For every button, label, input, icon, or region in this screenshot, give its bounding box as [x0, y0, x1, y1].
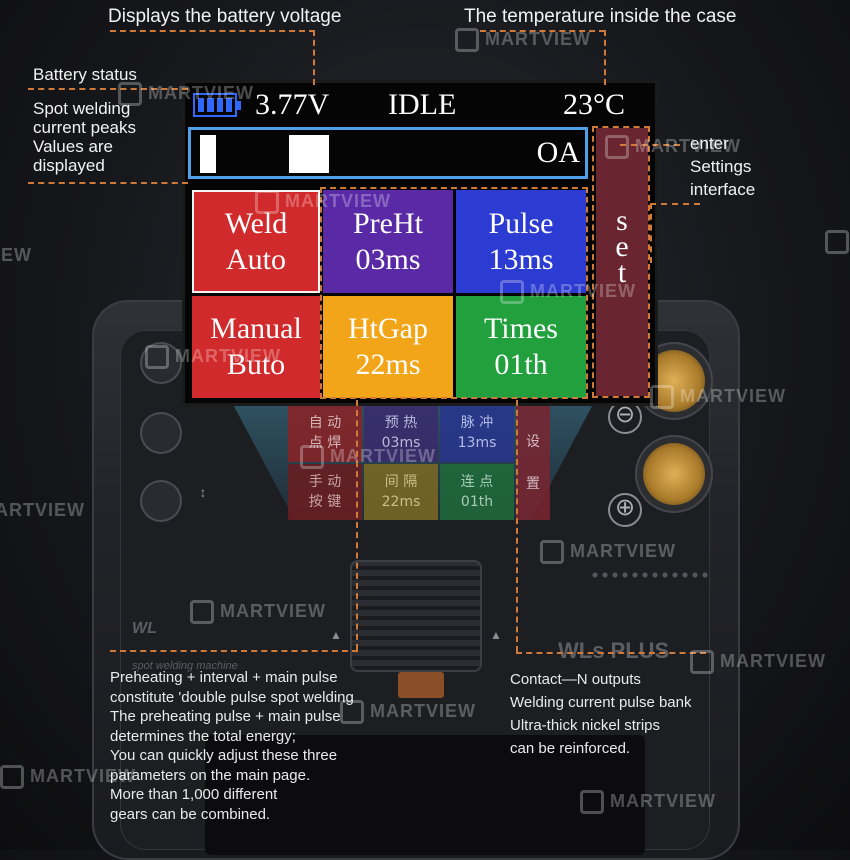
status-light — [398, 672, 444, 698]
voltage-leader-h — [110, 30, 315, 32]
temperature-annotation: The temperature inside the case — [464, 6, 737, 27]
watermark: MARTVIEW — [605, 135, 741, 159]
reflection-settings: 设置 — [516, 405, 550, 520]
peaks-leader — [28, 182, 188, 184]
watermark: MARTVIEW — [145, 345, 281, 369]
brand-label: WLs PLUS — [558, 638, 670, 663]
vent-dots — [590, 570, 710, 580]
current-peak-bar — [188, 127, 588, 179]
watermark: MARTVIEW — [580, 790, 716, 814]
device-button-3[interactable] — [140, 480, 182, 522]
watermark: MARTVIEW — [340, 700, 476, 724]
positive-terminal — [643, 443, 705, 505]
watermark: IEW — [0, 245, 32, 265]
battery-leader — [28, 88, 188, 90]
peak-marker-2 — [289, 135, 329, 173]
settings-leader-top — [620, 144, 680, 146]
watermark: MARTVIEW — [650, 385, 786, 409]
watermark: MARTVIEW — [690, 650, 826, 674]
battery-voltage: 3.77V — [255, 88, 330, 121]
watermark: MARTVIEW — [190, 600, 326, 624]
params-leader-h — [110, 650, 358, 652]
watermark: MARTVIEW — [540, 540, 676, 564]
device-button-1[interactable] — [140, 342, 182, 384]
watermark: MARTVIEW — [255, 190, 391, 214]
reflection-auto-weld: 自 动点 焊 — [288, 405, 362, 462]
voltage-annotation: Displays the battery voltage — [108, 6, 342, 27]
watermark: MARTVIEW — [500, 280, 636, 304]
up-down-arrow-icon: ↕ — [199, 484, 207, 500]
temp-leader-v — [604, 30, 606, 85]
watermark: MARTVIEW — [300, 445, 436, 469]
settings-leader-v — [650, 203, 652, 263]
plus-sign-icon: ⊕ — [608, 493, 642, 527]
output-slot — [350, 560, 482, 672]
lower-display — [205, 735, 645, 855]
watermark: MARTVIEW — [455, 28, 591, 52]
settings-leader-h — [650, 203, 700, 205]
three-params-highlight — [320, 187, 588, 399]
settings-highlight — [592, 126, 650, 398]
watermark: MARTVIEW — [118, 82, 254, 106]
battery-status-annotation: Battery status — [33, 65, 137, 84]
voltage-leader-v — [313, 30, 315, 85]
watermark: ARTVIEW — [0, 500, 85, 520]
triangle-right-icon: ▲ — [490, 628, 502, 642]
battery-icon — [193, 93, 241, 117]
params-leader-v — [356, 400, 358, 650]
brand-logo: WL — [132, 620, 157, 637]
triangle-left-icon: ▲ — [330, 628, 342, 642]
minus-sign-icon: ⊖ — [608, 400, 642, 434]
watermark: MARTVIEW — [0, 765, 136, 789]
case-temperature: 23°C — [563, 88, 626, 121]
device-button-2[interactable] — [140, 412, 182, 454]
mode-status: IDLE — [388, 88, 457, 121]
temp-leader-h — [480, 30, 605, 32]
current-peak-value: OA — [536, 136, 580, 169]
watermark — [825, 230, 850, 254]
peak-marker-1 — [200, 135, 216, 173]
reflection-manual: 手 动按 键 — [288, 463, 362, 520]
output-leader-v — [516, 400, 518, 652]
output-leader-h — [516, 652, 706, 654]
brand-tagline: spot welding machine — [132, 660, 238, 672]
